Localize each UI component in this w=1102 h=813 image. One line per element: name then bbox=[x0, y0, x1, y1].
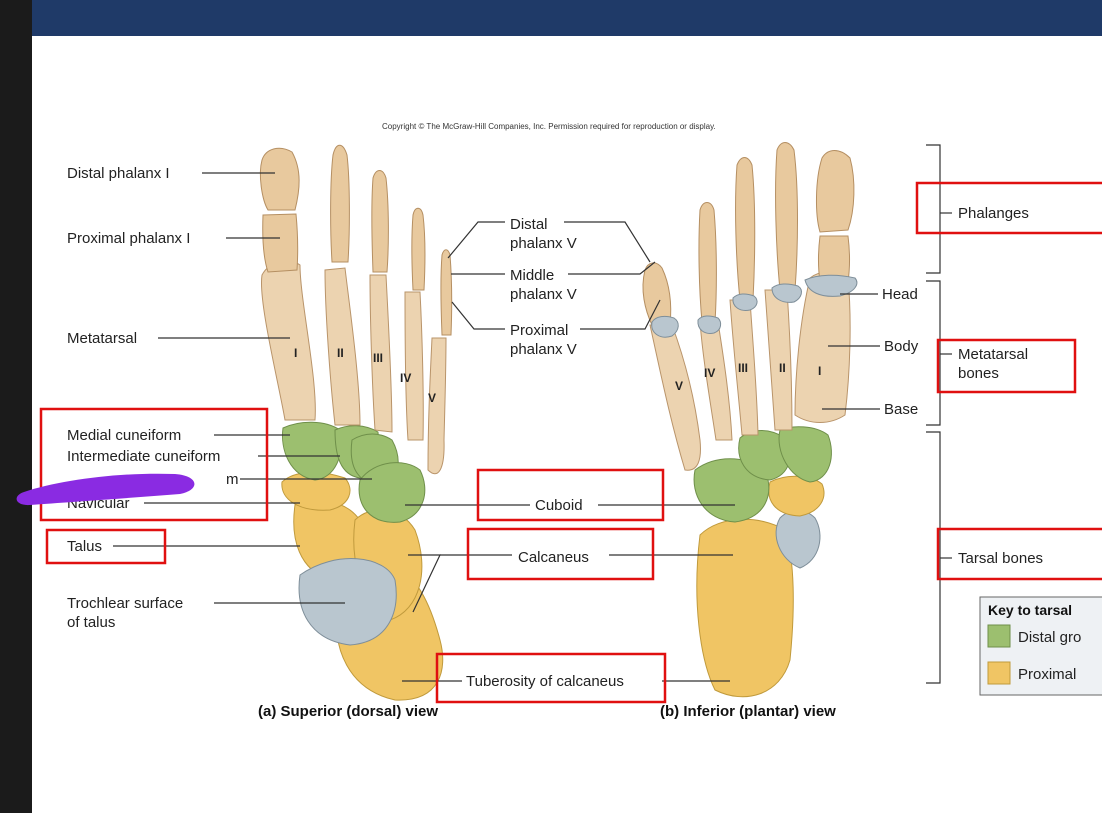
label-tuberosity-of-calcaneus: Tuberosity of calcaneus bbox=[466, 673, 624, 690]
label-distal-phalanx-v-line1: Distal bbox=[510, 216, 548, 233]
key-title: Key to tarsal bbox=[988, 602, 1072, 618]
numeral-iii-left: III bbox=[373, 351, 383, 365]
label-intermediate-cuneiform: Intermediate cuneiform bbox=[67, 448, 220, 465]
label-tarsal-bones: Tarsal bones bbox=[958, 550, 1043, 567]
highlight-box-cuboid bbox=[476, 468, 665, 522]
numeral-iii-right: III bbox=[738, 361, 748, 375]
highlight-box-cuneiforms bbox=[39, 407, 269, 522]
highlight-box-metatarsal-bones bbox=[936, 338, 1077, 394]
superior-view-foot bbox=[259, 144, 453, 701]
label-proximal-phalanx-v-line2: phalanx V bbox=[510, 341, 577, 358]
key-distal-label: Distal gro bbox=[1018, 629, 1081, 646]
label-distal-phalanx-v-line2: phalanx V bbox=[510, 235, 577, 252]
left-sidebar bbox=[0, 0, 32, 813]
key-proximal-label: Proximal bbox=[1018, 666, 1076, 683]
label-talus: Talus bbox=[67, 538, 102, 555]
label-middle-phalanx-v-line1: Middle bbox=[510, 267, 554, 284]
label-metatarsal-bones-line2: bones bbox=[958, 365, 999, 382]
purple-annotation-mark bbox=[16, 473, 195, 506]
label-phalanges: Phalanges bbox=[958, 205, 1029, 222]
highlight-box-tuberosity bbox=[435, 652, 667, 704]
label-base: Base bbox=[884, 401, 918, 418]
numeral-iv-left: IV bbox=[400, 371, 411, 385]
label-calcaneus: Calcaneus bbox=[518, 549, 589, 566]
numeral-i-right: I bbox=[818, 364, 821, 378]
label-metatarsal: Metatarsal bbox=[67, 330, 137, 347]
numeral-v-right: V bbox=[675, 379, 683, 393]
label-trochlear-surface-line2: of talus bbox=[67, 614, 115, 631]
numeral-v-left: V bbox=[428, 391, 436, 405]
numeral-ii-right: II bbox=[779, 361, 786, 375]
label-cuboid: Cuboid bbox=[535, 497, 583, 514]
label-proximal-phalanx-i: Proximal phalanx I bbox=[67, 230, 190, 247]
inferior-view-foot bbox=[642, 142, 858, 698]
copyright-text: Copyright © The McGraw-Hill Companies, I… bbox=[382, 122, 716, 131]
label-metatarsal-bones-line1: Metatarsal bbox=[958, 346, 1028, 363]
label-proximal-phalanx-v-line1: Proximal bbox=[510, 322, 568, 339]
top-toolbar bbox=[32, 0, 1102, 36]
highlight-box-calcaneus bbox=[466, 527, 655, 581]
key-proximal-swatch bbox=[987, 661, 1011, 685]
key-distal-swatch bbox=[987, 624, 1011, 648]
tarsal-key: Key to tarsal Distal gro Proximal bbox=[979, 596, 1102, 696]
slide-canvas bbox=[32, 36, 1102, 813]
highlight-box-tarsal-bones bbox=[936, 527, 1102, 581]
numeral-ii-left: II bbox=[337, 346, 344, 360]
highlight-box-phalanges bbox=[915, 181, 1102, 235]
label-medial-cuneiform: Medial cuneiform bbox=[67, 427, 181, 444]
label-trochlear-surface-line1: Trochlear surface bbox=[67, 595, 183, 612]
label-distal-phalanx-i: Distal phalanx I bbox=[67, 165, 170, 182]
highlight-box-talus bbox=[45, 528, 167, 565]
label-lateral-cuneiform-fragment: m bbox=[226, 471, 239, 488]
label-head: Head bbox=[882, 286, 918, 303]
numeral-i-left: I bbox=[294, 346, 297, 360]
numeral-iv-right: IV bbox=[704, 366, 715, 380]
label-body: Body bbox=[884, 338, 919, 355]
caption-inferior-view: (b) Inferior (plantar) view bbox=[660, 703, 836, 720]
label-middle-phalanx-v-line2: phalanx V bbox=[510, 286, 577, 303]
caption-superior-view: (a) Superior (dorsal) view bbox=[258, 703, 438, 720]
